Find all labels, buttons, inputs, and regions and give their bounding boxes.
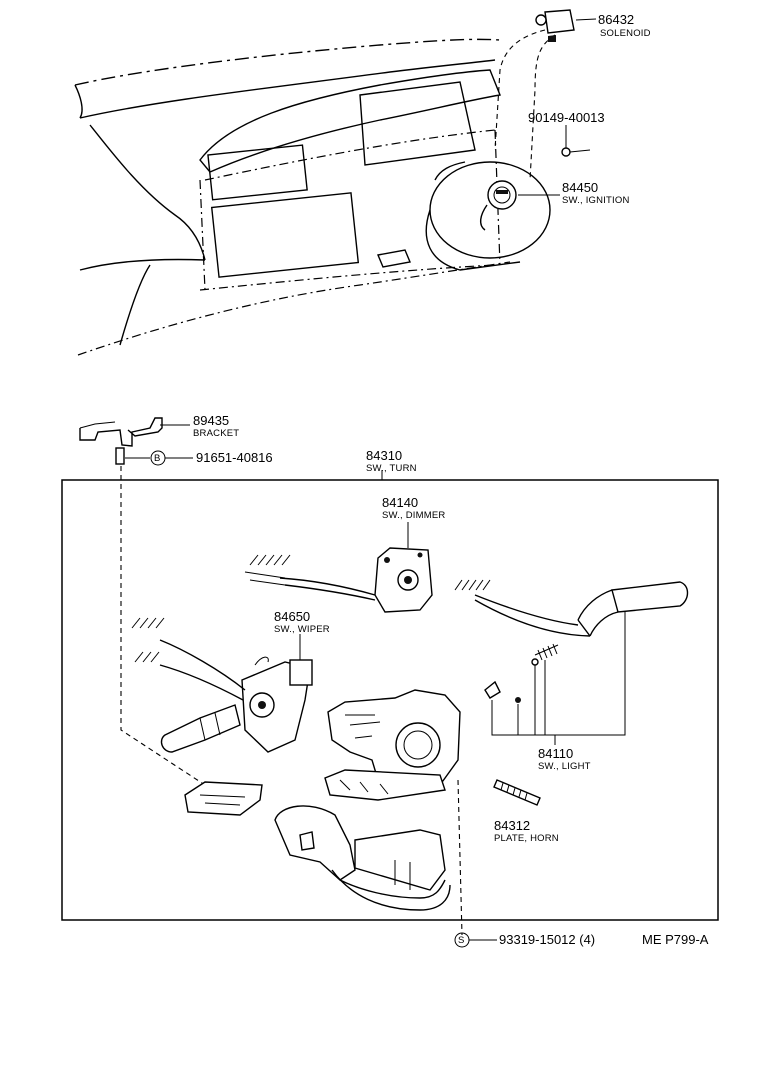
turn-switch-number: 84310: [366, 448, 402, 463]
solenoid-name: SOLENOID: [600, 28, 651, 39]
bracket-number: 89435: [193, 413, 229, 428]
figure-reference: ME P799-A: [642, 932, 709, 947]
dimmer-switch-part: [244, 547, 433, 613]
lower-cover-part: [274, 805, 451, 911]
dimmer-switch-number: 84140: [382, 495, 418, 510]
screw-turn-marker: S: [458, 935, 465, 946]
connector-part: [184, 781, 263, 816]
dimmer-switch-name: SW., DIMMER: [382, 510, 445, 521]
bolt-bracket-marker: B: [154, 453, 161, 464]
turn-switch-name: SW., TURN: [366, 463, 417, 474]
light-switch-number: 84110: [538, 746, 573, 761]
turn-switch-body-part: [324, 689, 461, 801]
wiper-switch-name: SW., WIPER: [274, 624, 330, 635]
screw-ignition-part: [561, 147, 591, 157]
light-switch-name: SW., LIGHT: [538, 761, 591, 772]
horn-plate-number: 84312: [494, 818, 530, 833]
wiper-switch-number: 84650: [274, 609, 310, 624]
wiper-switch-part: [131, 617, 313, 753]
screw-ignition-number: 90149-40013: [528, 110, 605, 125]
ignition-switch-name: SW., IGNITION: [562, 195, 630, 206]
screw-turn-number: 93319-15012 (4): [499, 932, 595, 947]
horn-plate-name: PLATE, HORN: [494, 833, 559, 844]
solenoid-part: [535, 9, 575, 42]
ignition-switch-number: 84450: [562, 180, 598, 195]
dashboard-illustration: [74, 9, 591, 356]
turn-switch-assembly-frame: [61, 479, 719, 921]
bolt-bracket-number: 91651-40816: [196, 450, 273, 465]
bracket-part: [79, 417, 163, 465]
horn-plate-part: [493, 779, 541, 806]
solenoid-number: 86432: [598, 12, 634, 27]
light-switch-part: [454, 579, 689, 703]
bracket-name: BRACKET: [193, 428, 239, 439]
